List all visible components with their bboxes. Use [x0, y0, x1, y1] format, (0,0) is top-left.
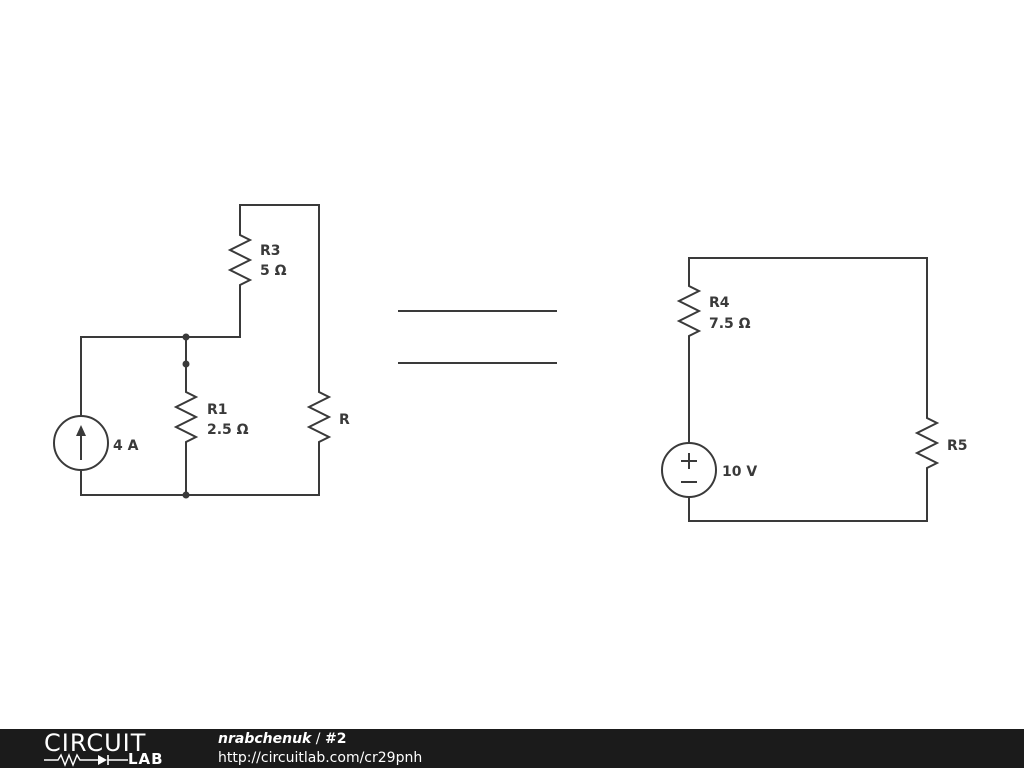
r-name-label: R	[339, 412, 350, 428]
right-circuit-wires	[688, 257, 928, 522]
current-source-value-label: 4 A	[113, 438, 139, 454]
footer-bar: CIRCUIT LAB nrabchenuk / #2 http://circu…	[0, 729, 1024, 768]
logo-text-top: CIRCUIT	[44, 729, 147, 757]
voltage-source-value-label: 10 V	[722, 464, 757, 480]
equivalence-sign	[398, 310, 557, 364]
resistor-r5-symbol	[914, 414, 940, 472]
r5-name-label: R5	[947, 438, 968, 454]
r1-value-label: 2.5 Ω	[207, 422, 249, 438]
left-circuit	[53, 204, 332, 499]
footer-author-line: nrabchenuk / #2	[218, 730, 346, 748]
junction-dots	[182, 333, 190, 499]
r4-value-label: 7.5 Ω	[709, 316, 751, 332]
r3-name-label: R3	[260, 243, 281, 259]
junction-dot	[182, 491, 190, 499]
logo-resistor-diode-icon	[44, 753, 128, 767]
r3-value-label: 5 Ω	[260, 263, 287, 279]
resistor-r4-symbol	[676, 282, 702, 340]
resistor-r-symbol	[306, 388, 332, 446]
author-name[interactable]: nrabchenuk	[218, 731, 312, 747]
logo-text-bottom: LAB	[128, 750, 164, 768]
resistor-r1-symbol	[173, 388, 199, 446]
junction-dot	[182, 360, 190, 368]
circuit-number: #2	[324, 731, 347, 747]
r4-name-label: R4	[709, 295, 730, 311]
junction-dot	[182, 333, 190, 341]
current-source	[53, 415, 109, 471]
circuitlab-logo[interactable]: CIRCUIT LAB	[44, 731, 179, 767]
left-circuit-wires	[80, 204, 320, 496]
voltage-source	[661, 442, 717, 498]
resistor-r3-symbol	[227, 231, 253, 293]
circuit-url-link[interactable]: http://circuitlab.com/cr29pnh	[218, 750, 423, 766]
labels: R3 5 Ω R1 2.5 Ω R 4 A R4 7.5 Ω R5 10 V	[113, 243, 968, 480]
r1-name-label: R1	[207, 402, 228, 418]
right-circuit	[661, 257, 940, 522]
author-separator: /	[311, 731, 325, 747]
